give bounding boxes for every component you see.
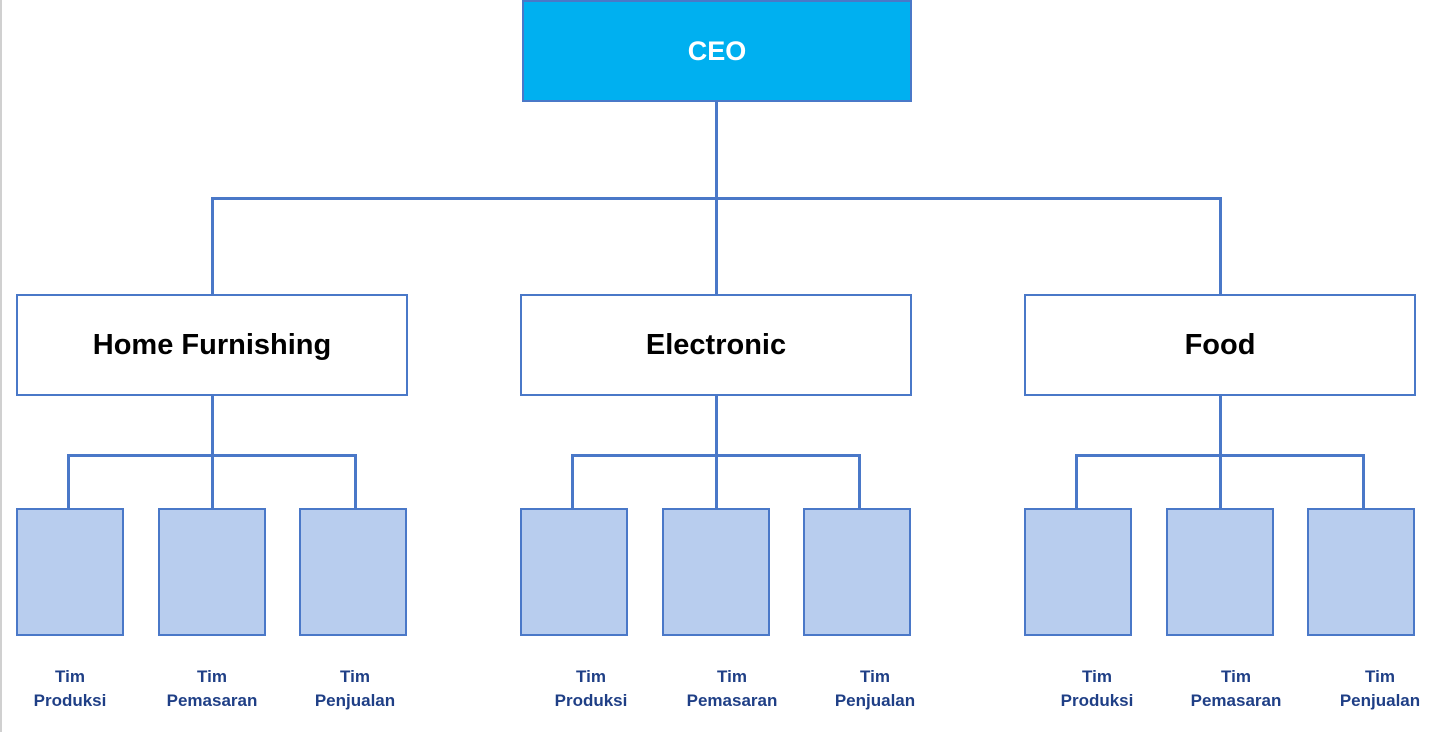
team-label-line1: Tim bbox=[1221, 667, 1251, 686]
team-label-food-pemasaran: Tim Pemasaran bbox=[1176, 665, 1296, 713]
team-label-line2: Pemasaran bbox=[166, 691, 258, 710]
team-label-line1: Tim bbox=[860, 667, 890, 686]
connector-div2-team2 bbox=[715, 454, 718, 508]
division-node-home-furnishing: Home Furnishing bbox=[16, 294, 408, 396]
division-label: Home Furnishing bbox=[92, 328, 332, 361]
connector-div3-team3 bbox=[1362, 454, 1365, 508]
connector-ceo-down bbox=[715, 102, 718, 199]
team-label-line2: Penjualan bbox=[1339, 691, 1421, 710]
team-label-line1: Tim bbox=[197, 667, 227, 686]
team-label-line2: Pemasaran bbox=[1190, 691, 1282, 710]
team-label-line2: Produksi bbox=[554, 691, 628, 710]
connector-div2-team1 bbox=[571, 454, 574, 508]
connector-div3-down bbox=[1219, 396, 1222, 456]
team-label-electronic-produksi: Tim Produksi bbox=[531, 665, 651, 713]
team-label-electronic-pemasaran: Tim Pemasaran bbox=[672, 665, 792, 713]
team-box-home-penjualan bbox=[299, 508, 407, 636]
connector-division-3 bbox=[1219, 197, 1222, 294]
team-label-line2: Produksi bbox=[1060, 691, 1134, 710]
team-label-line2: Produksi bbox=[33, 691, 107, 710]
team-label-food-produksi: Tim Produksi bbox=[1037, 665, 1157, 713]
division-label: Electronic bbox=[645, 328, 787, 361]
connector-division-2 bbox=[715, 197, 718, 294]
connector-div1-down bbox=[211, 396, 214, 456]
division-label: Food bbox=[1184, 328, 1256, 361]
division-node-food: Food bbox=[1024, 294, 1416, 396]
connector-div1-team1 bbox=[67, 454, 70, 508]
team-label-line1: Tim bbox=[717, 667, 747, 686]
connector-div1-team3 bbox=[354, 454, 357, 508]
team-box-home-pemasaran bbox=[158, 508, 266, 636]
team-label-line1: Tim bbox=[1365, 667, 1395, 686]
team-box-electronic-produksi bbox=[520, 508, 628, 636]
ceo-node: CEO bbox=[522, 0, 912, 102]
team-box-home-produksi bbox=[16, 508, 124, 636]
connector-div3-team2 bbox=[1219, 454, 1222, 508]
team-label-line1: Tim bbox=[1082, 667, 1112, 686]
team-box-food-produksi bbox=[1024, 508, 1132, 636]
team-box-electronic-penjualan bbox=[803, 508, 911, 636]
team-label-home-produksi: Tim Produksi bbox=[10, 665, 130, 713]
team-label-line1: Tim bbox=[55, 667, 85, 686]
team-label-home-penjualan: Tim Penjualan bbox=[295, 665, 415, 713]
team-label-home-pemasaran: Tim Pemasaran bbox=[152, 665, 272, 713]
page-left-border bbox=[0, 0, 2, 732]
team-label-line2: Penjualan bbox=[314, 691, 396, 710]
team-box-food-pemasaran bbox=[1166, 508, 1274, 636]
team-label-line1: Tim bbox=[576, 667, 606, 686]
team-label-electronic-penjualan: Tim Penjualan bbox=[815, 665, 935, 713]
team-box-electronic-pemasaran bbox=[662, 508, 770, 636]
team-label-line2: Pemasaran bbox=[686, 691, 778, 710]
connector-div2-team3 bbox=[858, 454, 861, 508]
connector-div3-team1 bbox=[1075, 454, 1078, 508]
connector-div1-team2 bbox=[211, 454, 214, 508]
connector-div2-down bbox=[715, 396, 718, 456]
ceo-label: CEO bbox=[687, 35, 747, 66]
team-box-food-penjualan bbox=[1307, 508, 1415, 636]
division-node-electronic: Electronic bbox=[520, 294, 912, 396]
connector-division-1 bbox=[211, 197, 214, 294]
team-label-food-penjualan: Tim Penjualan bbox=[1320, 665, 1440, 713]
team-label-line2: Penjualan bbox=[834, 691, 916, 710]
team-label-line1: Tim bbox=[340, 667, 370, 686]
